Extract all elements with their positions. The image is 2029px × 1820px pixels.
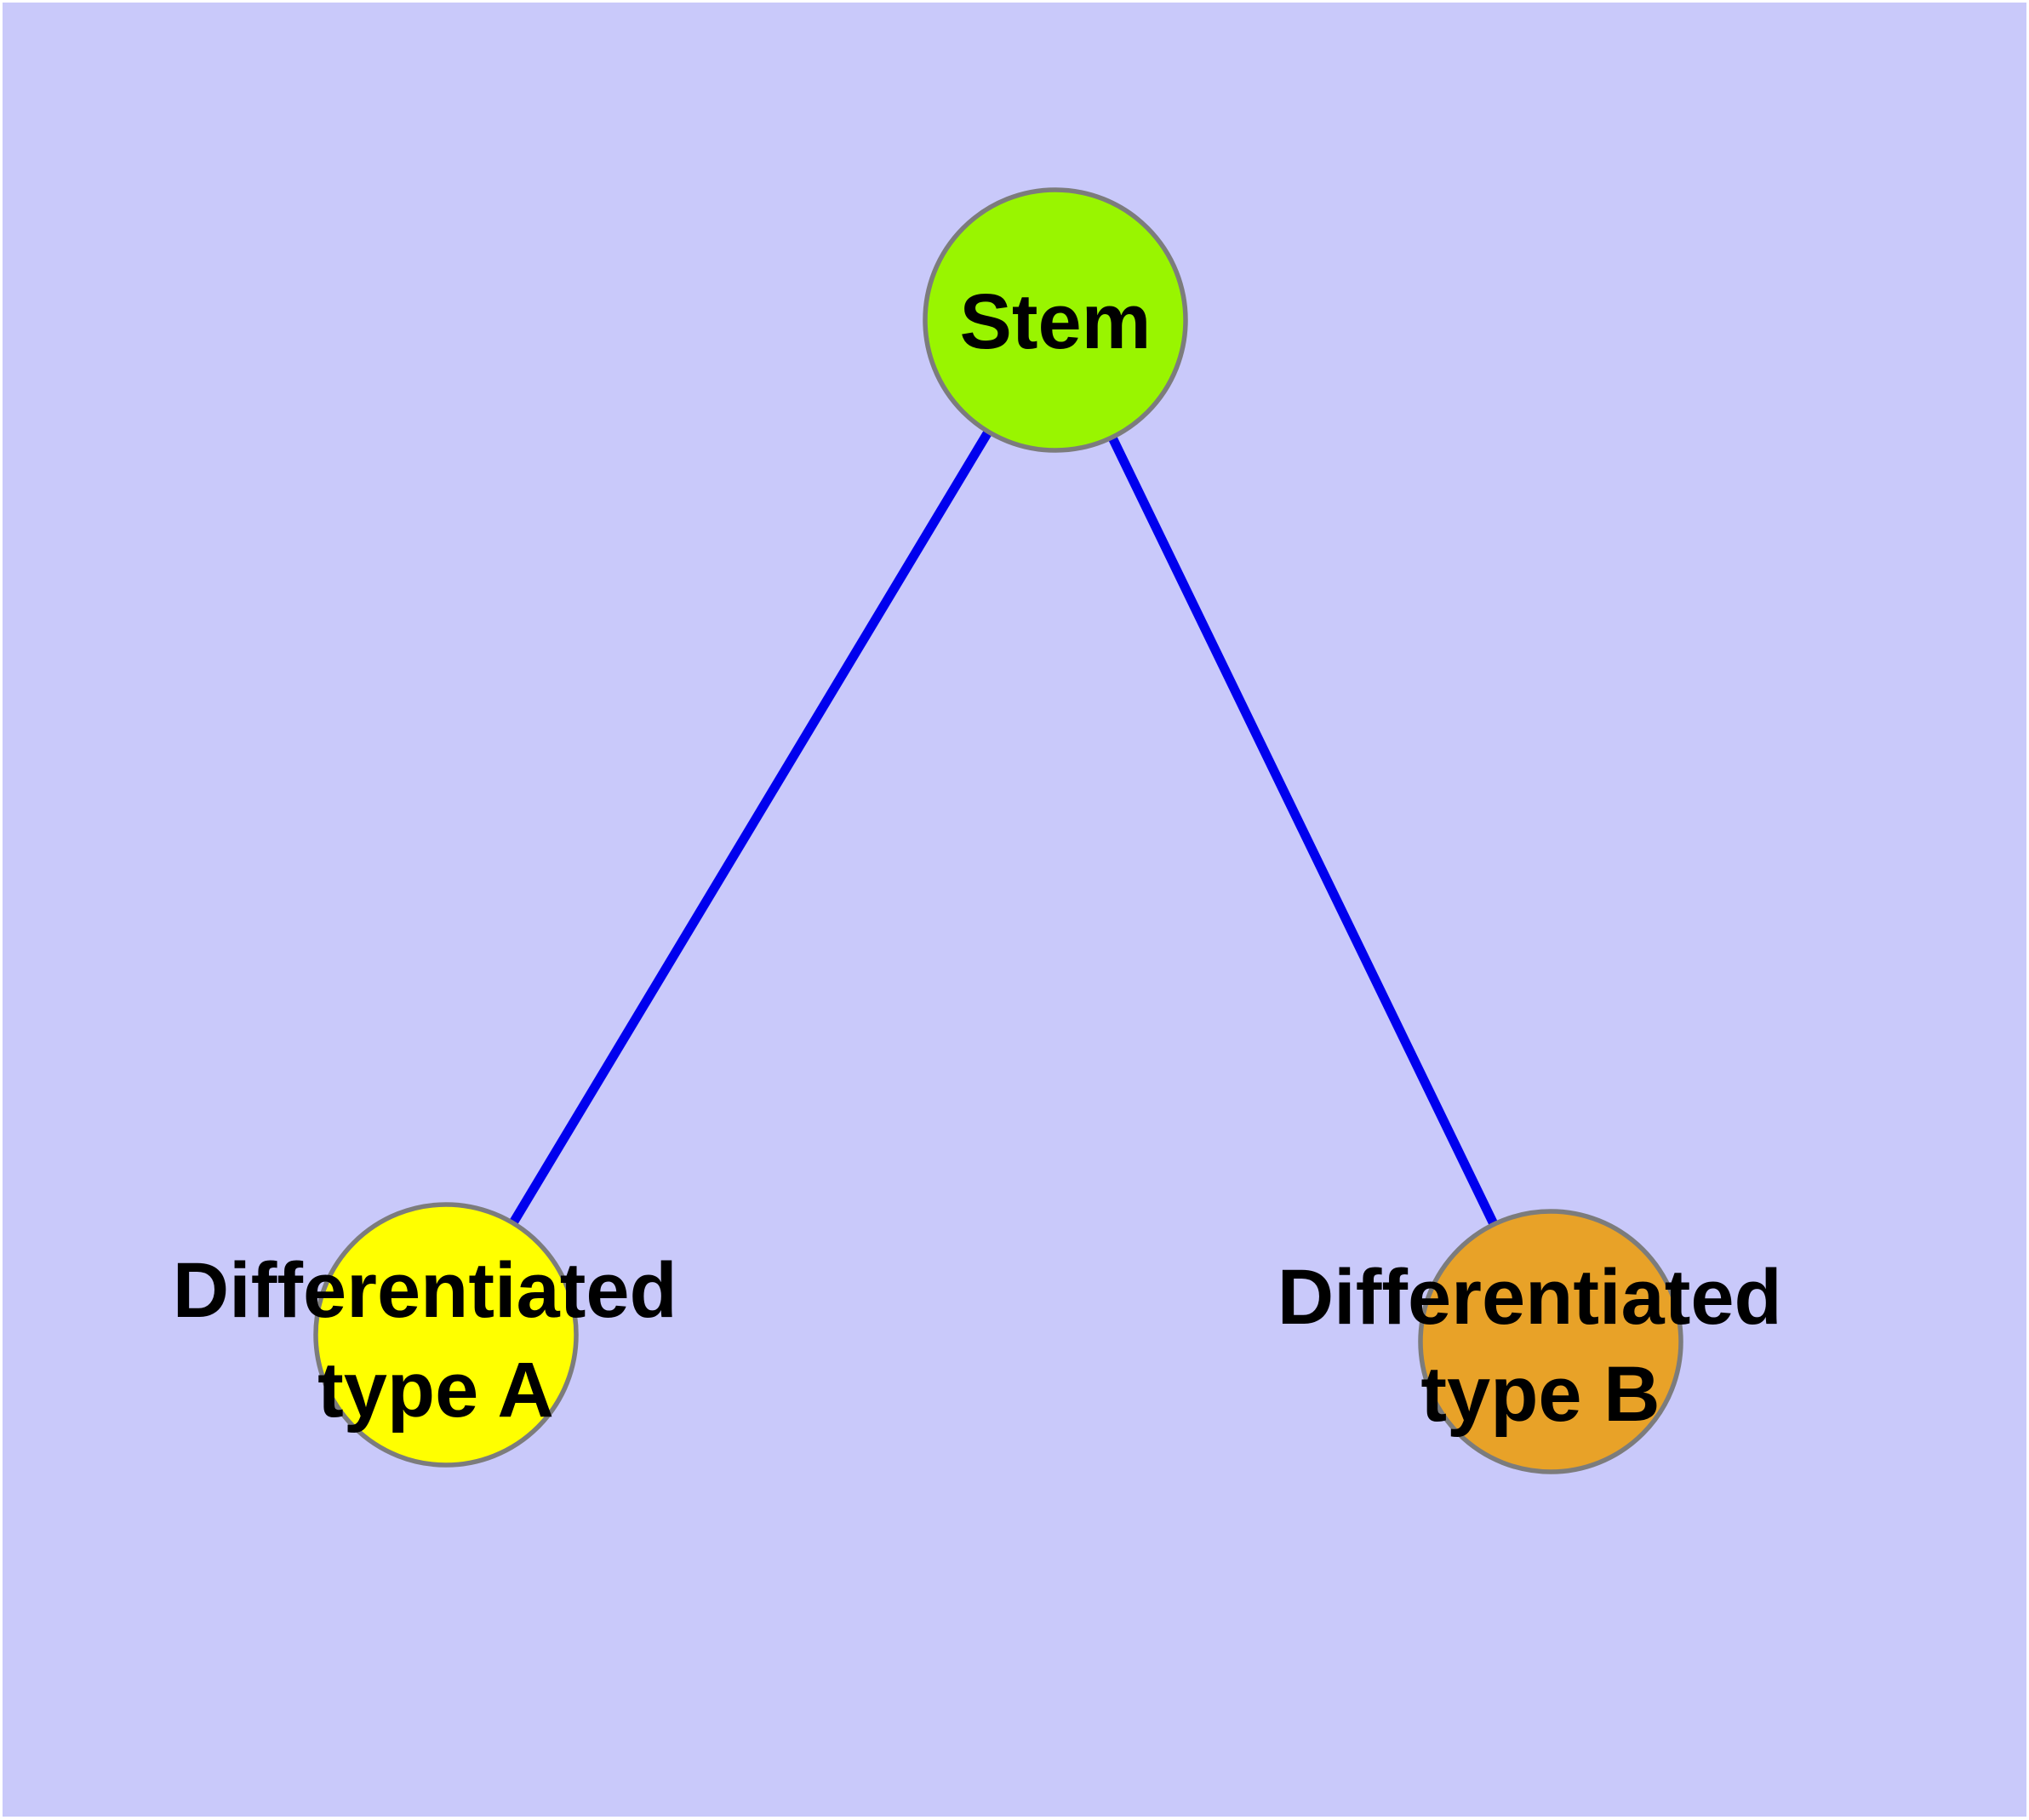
node-type-b-label: Differentiated type B (1277, 1254, 1804, 1438)
node-type-a-label-line1: Differentiated (173, 1247, 677, 1334)
node-type-a-label: Differentiated type A (173, 1247, 700, 1434)
node-type-a-label-line2: type A (317, 1347, 554, 1434)
edge-stem-to-type-b (1051, 318, 1555, 1344)
node-type-b-circle (1418, 1209, 1683, 1474)
edge-stem-to-type-a (442, 318, 1060, 1337)
node-type-b-label-line2: type B (1420, 1351, 1660, 1438)
node-type-a-circle (313, 1202, 579, 1468)
node-stem-label: Stem (960, 278, 1152, 365)
node-type-b-label-line1: Differentiated (1277, 1254, 1782, 1341)
node-stem-circle (923, 187, 1188, 453)
